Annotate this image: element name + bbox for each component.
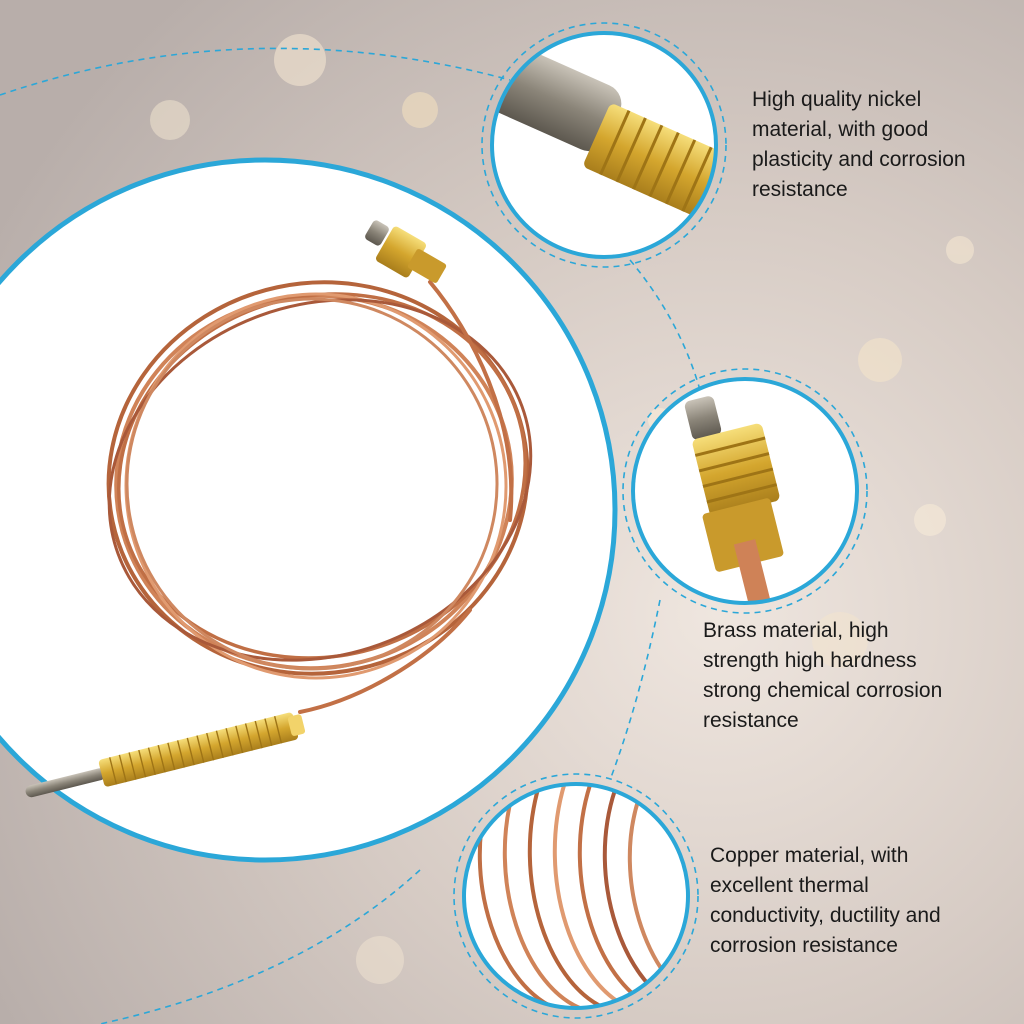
feature-text-brass: Brass material, high strength high hardn… (703, 616, 942, 736)
feature-text-copper: Copper material, with excellent thermal … (710, 841, 941, 961)
dashed-connector (0, 47, 511, 96)
feature-line: strength high hardness (703, 649, 917, 672)
feature-line: corrosion resistance (710, 934, 898, 957)
feature-line: resistance (752, 178, 848, 201)
feature-line: material, with good (752, 118, 929, 141)
feature-line: strong chemical corrosion (703, 679, 943, 702)
feature-line: High quality nickel (752, 88, 922, 111)
detail-circle-copper (453, 773, 699, 1019)
detail-circle-nickel (481, 22, 727, 268)
top-brass-fitting (365, 220, 447, 283)
feature-line: excellent thermal (710, 874, 869, 897)
feature-line: Brass material, high (703, 619, 889, 642)
feature-text-nickel: High quality nickel material, with good … (752, 85, 966, 205)
detail-circle-brass (622, 368, 868, 614)
dashed-connector (609, 599, 661, 781)
dashed-connector (99, 869, 421, 1024)
copper-coil (106, 280, 533, 714)
feature-line: plasticity and corrosion (752, 148, 966, 171)
feature-line: Copper material, with (710, 844, 909, 867)
probe-tip (25, 712, 306, 798)
feature-line: resistance (703, 709, 799, 732)
feature-line: conductivity, ductility and (710, 904, 941, 927)
